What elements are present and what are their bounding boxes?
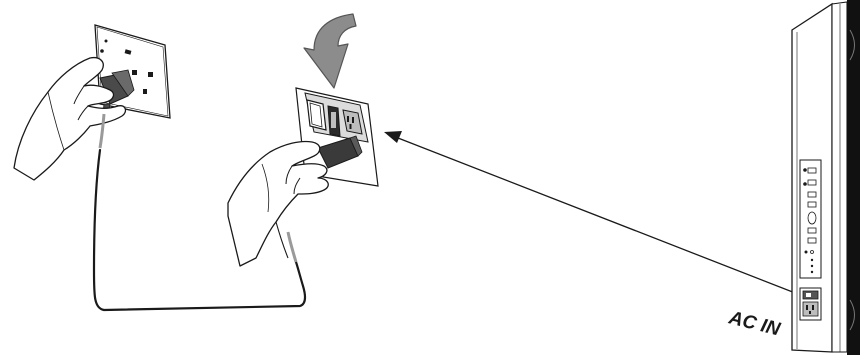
display-bezel [847,0,860,355]
ac-socket [342,109,363,135]
right-hand [227,140,329,267]
display-ac-inlet [799,287,822,321]
ac-inlet-panel [295,87,379,187]
curved-arrow-icon [303,13,357,89]
io-port-panel [799,159,822,279]
fuse-holder [327,105,341,137]
left-hand [13,56,127,181]
arrow-icon [384,131,809,299]
power-cord [92,113,307,312]
display-side-view [791,0,860,355]
iec-plug [317,135,363,169]
power-switch [306,99,327,131]
ac-in-label: AC IN [726,307,783,340]
wall-plug [99,69,135,117]
